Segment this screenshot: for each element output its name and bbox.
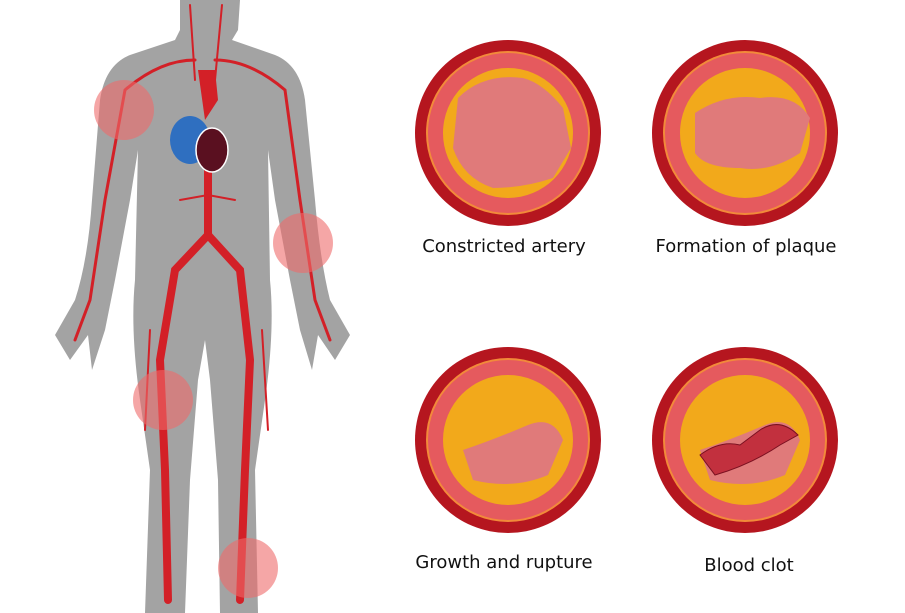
affected-area-highlights	[94, 80, 333, 598]
label-growth-and-rupture: Growth and rupture	[415, 552, 593, 573]
body-silhouette	[55, 0, 350, 613]
label-constricted-artery: Constricted artery	[422, 236, 586, 257]
highlight-thigh	[133, 370, 193, 430]
highlight-shoulder	[94, 80, 154, 140]
artery-growth-rupture	[415, 347, 601, 533]
label-formation-of-plaque: Formation of plaque	[655, 236, 837, 257]
heart-icon	[170, 70, 229, 173]
artery-plaque-formation	[652, 40, 838, 226]
vessels	[73, 4, 332, 604]
artery-constricted	[415, 40, 601, 226]
human-body-illustration	[55, 0, 350, 613]
highlight-shin	[218, 538, 278, 598]
artery-blood-clot	[652, 347, 838, 533]
highlight-elbow	[273, 213, 333, 273]
label-blood-clot: Blood clot	[704, 555, 794, 576]
